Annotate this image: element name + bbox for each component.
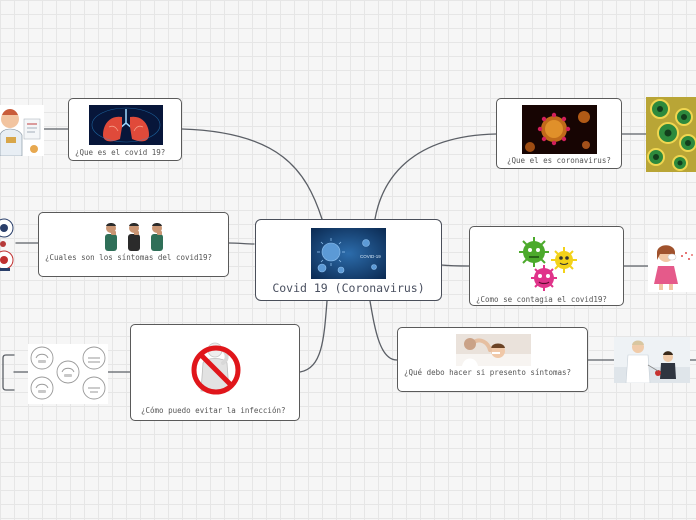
virus-particles-icon xyxy=(646,97,696,172)
no-touch-face-image xyxy=(191,341,243,398)
hygiene-steps-icon xyxy=(28,344,108,404)
symptom-chart-icon xyxy=(0,218,14,271)
topic-contagio[interactable]: ¿Como se contagia el covid19? xyxy=(469,226,624,306)
topic-que-es-covid[interactable]: ¿Que es el covid 19? xyxy=(68,98,182,161)
topic-label: ¿Cómo puedo evitar la infección? xyxy=(141,406,286,415)
doctor-visit-image xyxy=(614,337,690,383)
topic-label: ¿Cuales son los síntomas del covid19? xyxy=(45,253,213,262)
no-touch-face-icon xyxy=(191,342,241,395)
doctor-visit-icon xyxy=(614,337,690,383)
central-topic[interactable]: COVID-19 Covid 19 (Coronavirus) xyxy=(255,219,442,301)
topic-evitar-infeccion[interactable]: ¿Cómo puedo evitar la infección? xyxy=(130,324,300,421)
doctor-image xyxy=(0,105,44,156)
symptom-chart-image xyxy=(0,216,16,274)
cartoon-viruses-icon xyxy=(519,237,577,291)
hygiene-steps-image xyxy=(28,344,108,404)
doctor-icon xyxy=(0,105,44,156)
sick-child-icon xyxy=(456,334,531,366)
coronavirus-image xyxy=(522,105,597,154)
topic-label: ¿Qué debo hacer si presento síntomas? xyxy=(404,368,572,377)
topic-label: ¿Como se contagia el covid19? xyxy=(476,295,607,304)
topic-label: ¿Que el es coronavirus? xyxy=(507,156,611,165)
topic-sintomas[interactable]: ¿Cuales son los síntomas del covid19? xyxy=(38,212,229,277)
lungs-image xyxy=(89,105,163,145)
people-coughing-icon xyxy=(105,223,163,251)
sneezing-girl-image xyxy=(648,240,696,292)
virus-particles-image xyxy=(646,97,696,172)
topic-que-hacer[interactable]: ¿Qué debo hacer si presento síntomas? xyxy=(397,327,588,392)
topic-coronavirus[interactable]: ¿Que el es coronavirus? xyxy=(496,98,622,169)
topic-label: ¿Que es el covid 19? xyxy=(75,148,166,157)
people-coughing-image xyxy=(101,221,169,251)
virus-particles-icon: COVID-19 xyxy=(311,228,386,279)
central-topic-title: Covid 19 (Coronavirus) xyxy=(272,281,425,295)
sneezing-girl-icon xyxy=(648,240,696,292)
cartoon-viruses-image xyxy=(510,233,582,293)
coronavirus-cells-icon xyxy=(522,105,597,154)
covid-virus-image: COVID-19 xyxy=(311,228,386,279)
central-image-label: COVID-19 xyxy=(360,254,381,259)
lungs-icon xyxy=(89,105,163,145)
sick-child-image xyxy=(456,334,531,366)
